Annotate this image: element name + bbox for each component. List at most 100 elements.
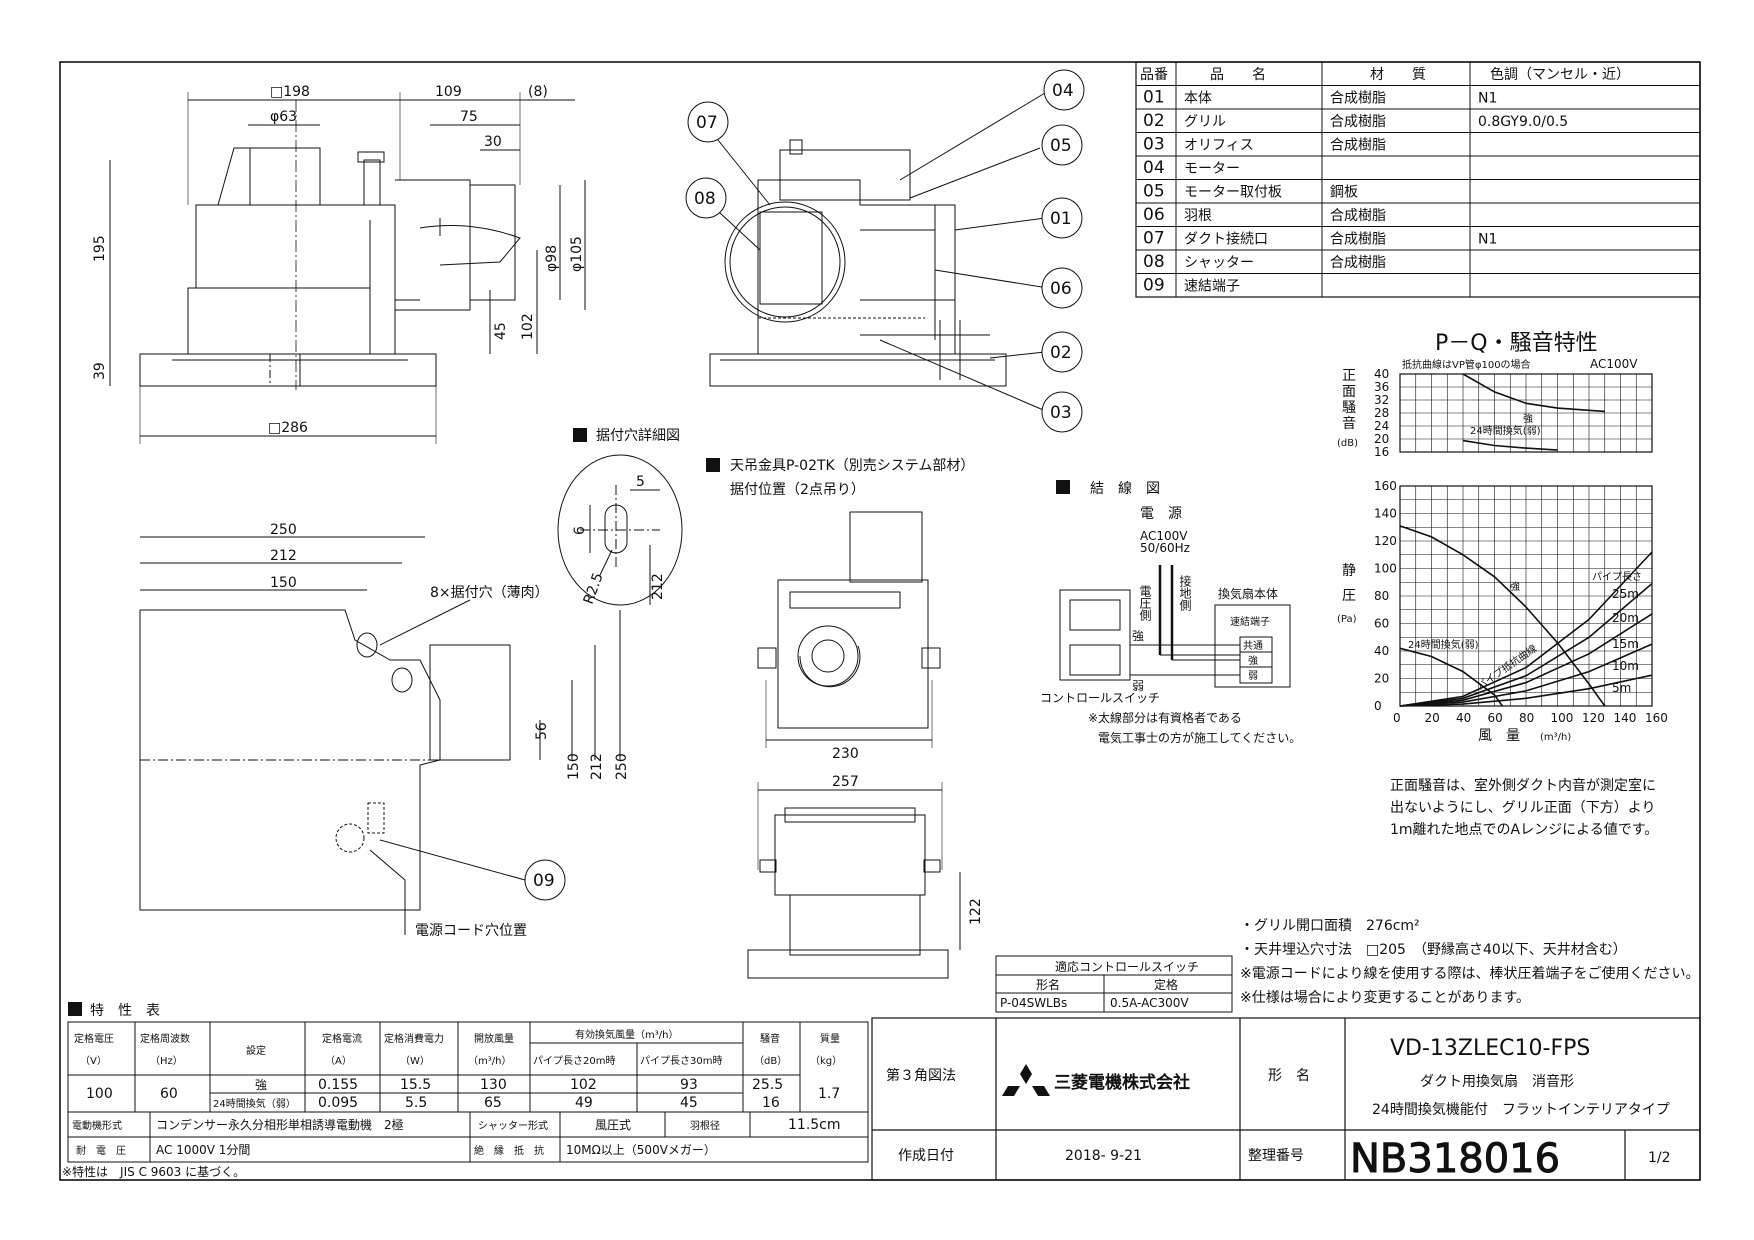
- hanger-plan-view: [757, 511, 941, 748]
- part-material: 合成樹脂: [1330, 232, 1386, 248]
- dim-r25: R2.5: [581, 571, 607, 607]
- wire-strong: 強: [1132, 629, 1144, 643]
- svg-text:06: 06: [1050, 279, 1072, 299]
- dim-195: 195: [92, 235, 108, 262]
- pq-note-2: 出ないようにし、グリル正面（下方）より: [1390, 800, 1655, 816]
- callout-01: 01: [1041, 197, 1083, 239]
- part-material: 鋼板: [1330, 185, 1358, 201]
- hanger-bullet: [706, 458, 720, 472]
- u-current: （A）: [325, 1055, 352, 1067]
- series-line: [1399, 647, 1504, 707]
- parts-table-header: 色調（マンセル・近）: [1490, 66, 1630, 83]
- y-tick-label: 120: [1374, 534, 1397, 548]
- dim-6: 6: [572, 526, 588, 535]
- y-tick-label: 160: [1374, 479, 1397, 493]
- series-line: [1399, 674, 1653, 707]
- ref-number-label: 整理番号: [1248, 1148, 1304, 1164]
- series-line: [1399, 525, 1606, 707]
- pq-weak-label: 24時間換気(弱): [1408, 638, 1479, 651]
- company-name: 三菱電機株式会社: [1054, 1072, 1190, 1093]
- terminal-common: 共通: [1243, 640, 1263, 652]
- part-number: 07: [1143, 229, 1165, 249]
- x-tick-label: 120: [1582, 711, 1605, 725]
- x-tick-label: 0: [1393, 711, 1401, 725]
- svg-text:03: 03: [1050, 403, 1072, 423]
- row-strong-open: 130: [480, 1077, 507, 1093]
- h-current: 定格電流: [322, 1032, 362, 1045]
- dim-5: 5: [636, 474, 645, 490]
- hanger-front-view: [747, 782, 961, 979]
- callout-03: 03: [1041, 391, 1083, 433]
- row-weak-setting: 24時間換気（弱）: [213, 1097, 296, 1110]
- pipe-15m: 15m: [1612, 637, 1639, 651]
- dim-30: 30: [484, 134, 502, 150]
- pipe-length-label: パイプ長さ: [1592, 571, 1642, 583]
- part-number: 09: [1143, 276, 1165, 296]
- dim-212: 212: [270, 548, 297, 564]
- part-name: モーター取付板: [1184, 185, 1282, 201]
- x-tick-label: 80: [1519, 711, 1534, 725]
- switch-h-model: 形名: [1036, 977, 1060, 992]
- wiring-lines: [1059, 565, 1291, 688]
- projection-method: 第３角図法: [886, 1067, 956, 1084]
- date-label: 作成日付: [898, 1148, 954, 1164]
- part-color: N1: [1478, 91, 1497, 107]
- pq-ac: AC100V: [1590, 357, 1638, 371]
- rated-freq: 60: [160, 1086, 178, 1102]
- fan-body-label: 換気扇本体: [1218, 586, 1278, 601]
- y-tick-label: 20: [1374, 432, 1389, 446]
- model-desc-1: ダクト用換気扇 消音形: [1420, 1073, 1574, 1090]
- series-line: [1399, 643, 1653, 707]
- parts-table-header: 品番: [1140, 67, 1168, 83]
- h-mass: 質量: [820, 1032, 840, 1045]
- dim-102: 102: [520, 313, 536, 340]
- dim-230: 230: [832, 746, 859, 762]
- y-tick-label: 24: [1374, 419, 1389, 433]
- dim-198: □198: [270, 84, 310, 100]
- x-tick-label: 60: [1488, 711, 1503, 725]
- part-name: 速結端子: [1184, 279, 1240, 295]
- wiring-note-2: 電気工事士の方が施工してください。: [1098, 730, 1301, 745]
- series-line: [1399, 613, 1653, 707]
- model-number: VD-13ZLEC10-FPS: [1390, 1036, 1590, 1061]
- dim-8: (8): [528, 84, 548, 100]
- ref-number: NB318016: [1350, 1136, 1560, 1182]
- u-freq: （Hz）: [150, 1055, 183, 1067]
- row-weak-open: 65: [484, 1095, 502, 1111]
- part-number: 03: [1143, 135, 1165, 155]
- dim-v150: 150: [566, 753, 582, 780]
- char-bullet: [68, 1002, 82, 1016]
- blade-value: 11.5cm: [788, 1117, 841, 1133]
- noise-label-4: 音: [1342, 415, 1356, 432]
- y-tick-label: 40: [1374, 367, 1389, 381]
- model-label: 形 名: [1268, 1068, 1310, 1084]
- part-color: 0.8GY9.0/0.5: [1478, 114, 1568, 130]
- pressure-label-1: 静: [1342, 563, 1356, 579]
- part-number: 08: [1143, 252, 1165, 272]
- dim-v250: 250: [614, 753, 630, 780]
- part-name: シャッター: [1184, 255, 1254, 271]
- x-tick-label: 20: [1425, 711, 1440, 725]
- series-line: [1399, 551, 1653, 707]
- part-material: 合成樹脂: [1330, 138, 1386, 154]
- pipe-5m: 5m: [1612, 681, 1631, 695]
- parts-table-header: 材 質: [1370, 67, 1426, 83]
- pipe-25m: 25m: [1612, 587, 1639, 601]
- dim-v212: 212: [589, 753, 605, 780]
- detail-bullet: [573, 428, 587, 442]
- terminal-label: 速結端子: [1230, 615, 1270, 628]
- pq-note-1: 正面騒音は、室外側ダクト内音が測定室に: [1390, 777, 1656, 794]
- row-strong-current: 0.155: [318, 1077, 358, 1093]
- u-open: （m³/h）: [468, 1055, 511, 1067]
- wiring-title: 結 線 図: [1090, 481, 1160, 497]
- wiring-freq: 50/60Hz: [1140, 541, 1190, 555]
- dim-286: □286: [268, 420, 308, 436]
- shutter-value: 風圧式: [595, 1118, 631, 1132]
